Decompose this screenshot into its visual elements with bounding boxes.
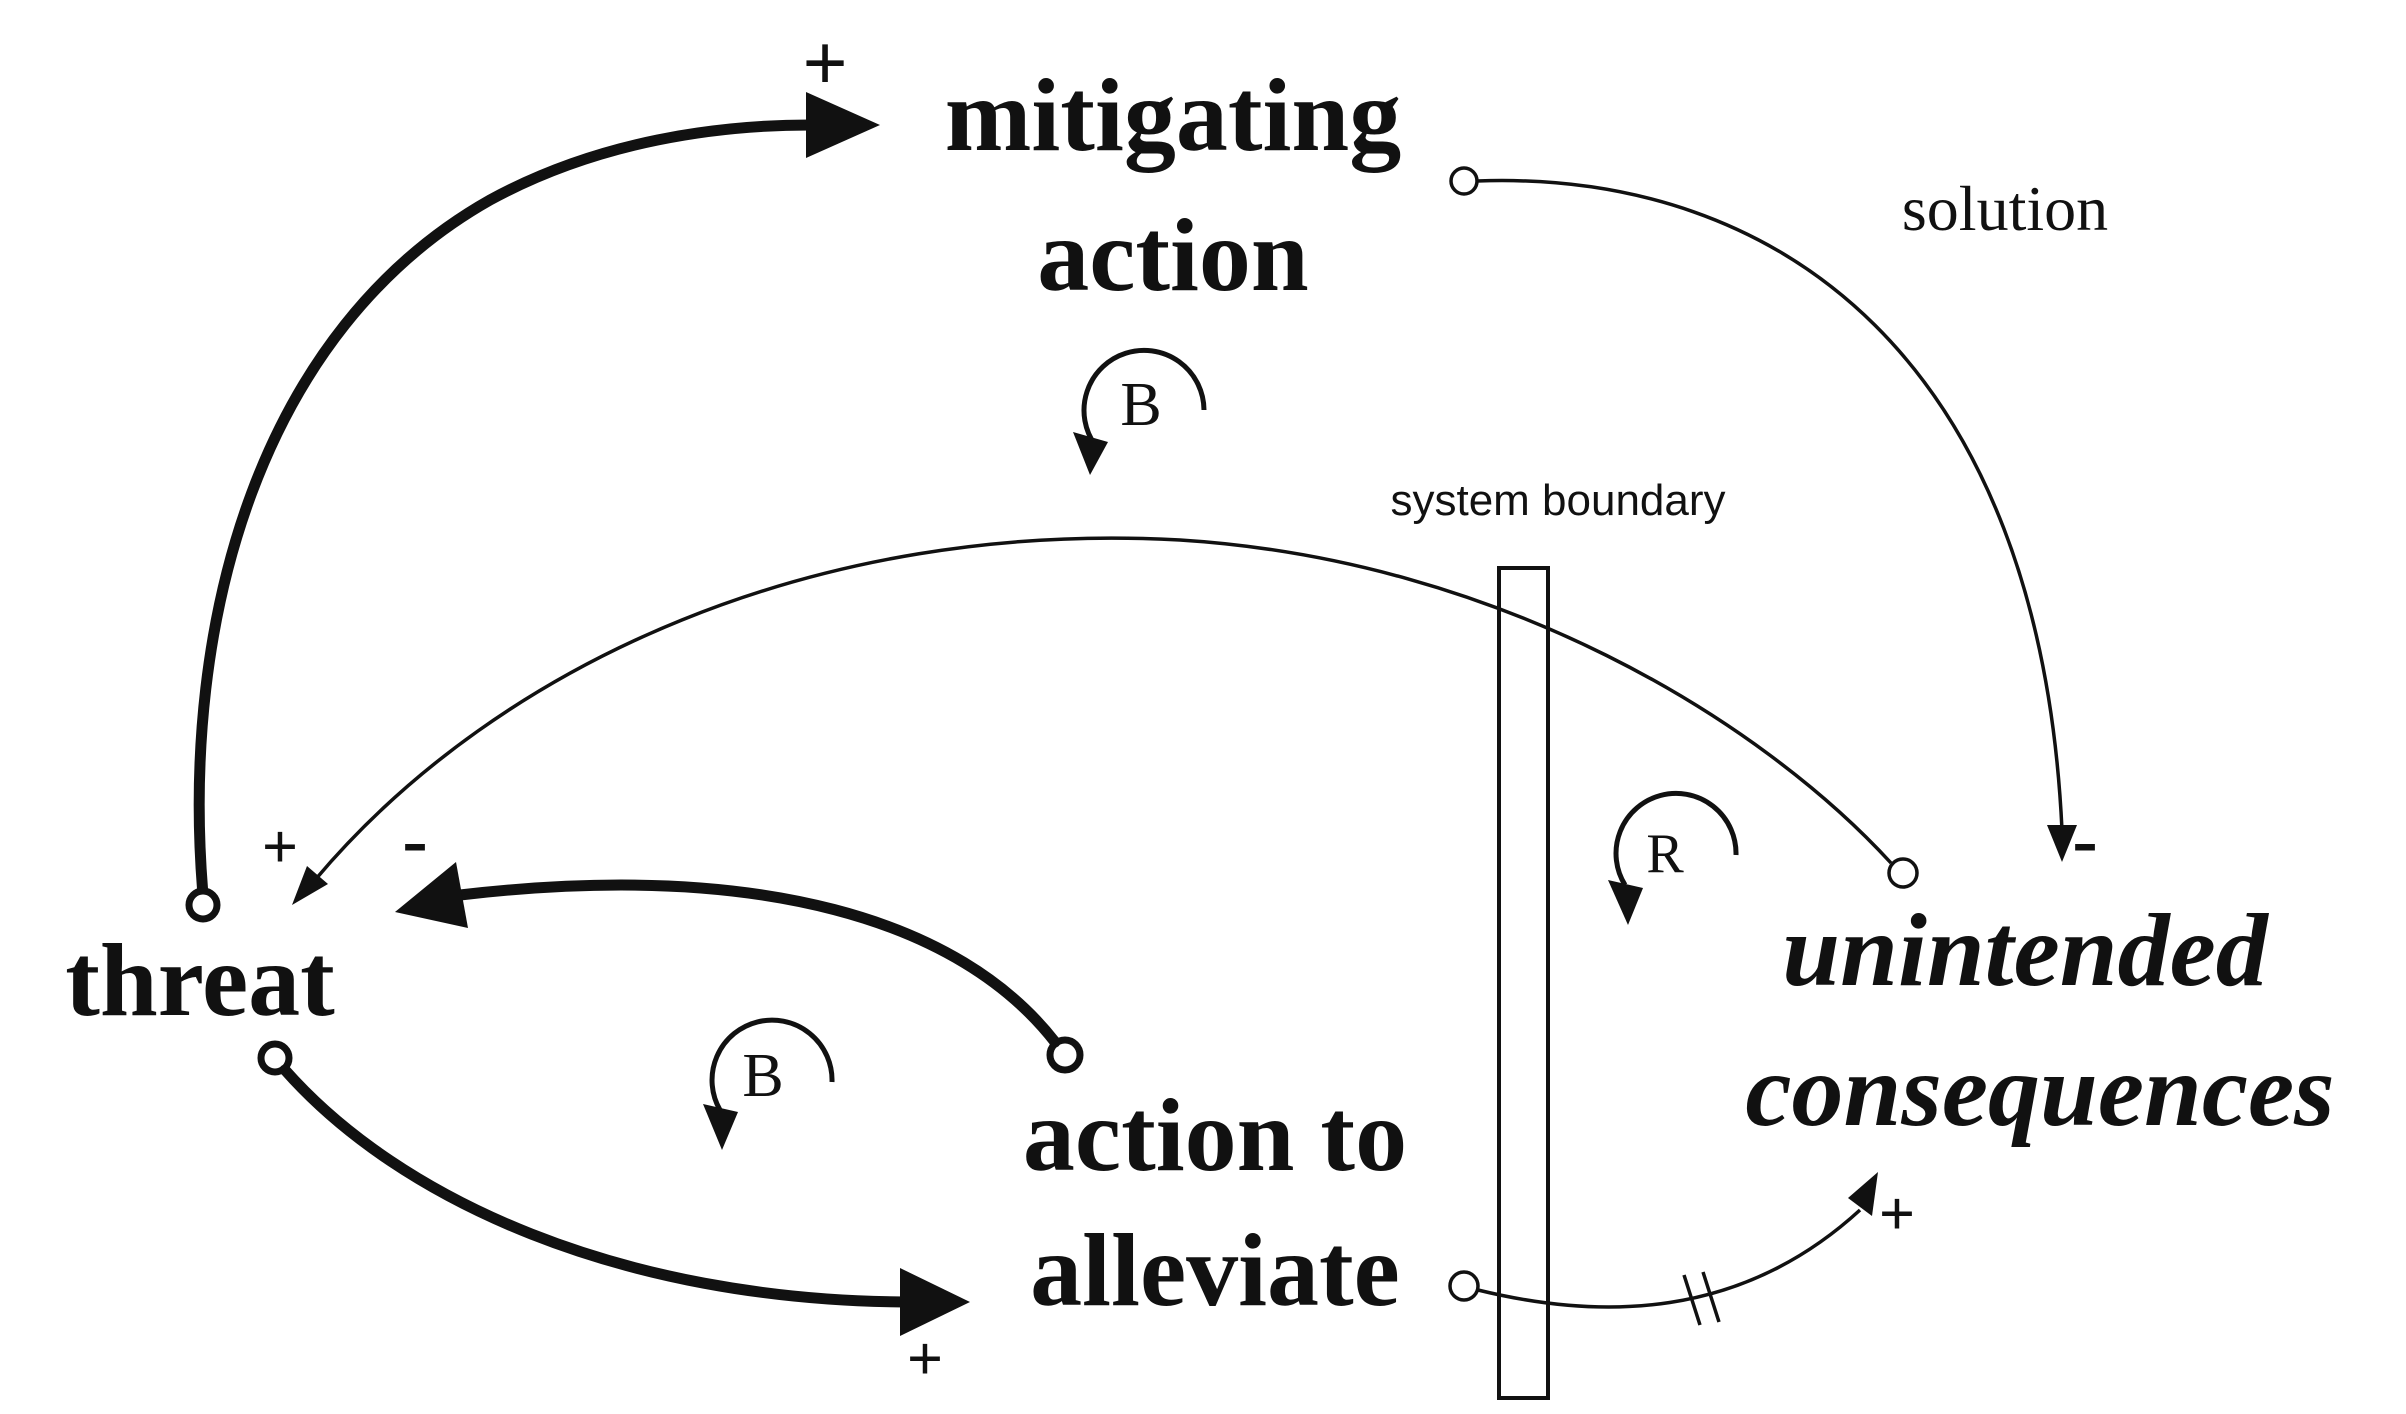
polarity-mitigating-to-unintended: - <box>2072 798 2097 882</box>
svg-text:B: B <box>1120 371 1161 439</box>
variable-mitigating-action-line2: action <box>1037 198 1309 313</box>
origin-node-mitigating <box>1449 166 1479 196</box>
origin-node-unintended <box>1887 857 1919 889</box>
loop-indicator-balancing-bottom: B <box>703 1017 835 1150</box>
arrowhead-unintended-top <box>2047 825 2077 862</box>
link-unintended-to-threat <box>313 536 1893 882</box>
system-boundary-label: system boundary <box>1390 476 1725 525</box>
polarity-unintended-to-threat: + <box>262 811 298 882</box>
variable-action-to-alleviate-line1: action to <box>1023 1078 1407 1193</box>
variable-unintended-consequences-line1: unintended <box>1782 893 2269 1008</box>
arrowhead-mitigating <box>806 92 880 158</box>
svg-text:B: B <box>742 1042 783 1110</box>
variable-action-to-alleviate-line2: alleviate <box>1030 1213 1400 1328</box>
link-alleviate-to-threat <box>454 879 1061 1048</box>
origin-node-alleviate-top <box>1046 1036 1084 1074</box>
polarity-threat-to-alleviate: + <box>907 1323 943 1394</box>
polarity-alleviate-to-threat: - <box>402 798 427 882</box>
svg-text:R: R <box>1646 823 1684 885</box>
solution-label: solution <box>1902 173 2108 244</box>
link-alleviate-to-unintended <box>1477 1208 1862 1309</box>
arrowhead-threat-thin <box>292 866 328 905</box>
arrowhead-alleviate <box>900 1268 970 1336</box>
link-mitigating-to-unintended <box>1476 178 2064 831</box>
loop-indicator-reinforcing: R <box>1608 790 1739 925</box>
variable-threat: threat <box>65 923 335 1038</box>
polarity-alleviate-to-unintended: + <box>1879 1178 1915 1249</box>
variable-unintended-consequences-line2: consequences <box>1745 1033 2334 1148</box>
delay-mark-2 <box>1701 1271 1721 1323</box>
polarity-threat-to-mitigating: + <box>802 20 848 108</box>
link-threat-to-alleviate <box>279 1064 911 1308</box>
origin-node-threat-bottom <box>257 1040 293 1076</box>
arrowhead-threat-thick <box>395 862 468 928</box>
variable-mitigating-action-line1: mitigating <box>945 58 1401 173</box>
link-threat-to-mitigating <box>193 119 816 901</box>
origin-node-threat-top <box>185 887 221 923</box>
delay-mark-1 <box>1682 1274 1702 1326</box>
system-boundary-bar <box>1497 566 1550 1400</box>
origin-node-alleviate-right <box>1448 1270 1480 1302</box>
arrowhead-unintended-bottom <box>1848 1172 1878 1216</box>
loop-indicator-balancing-top: B <box>1073 347 1207 475</box>
